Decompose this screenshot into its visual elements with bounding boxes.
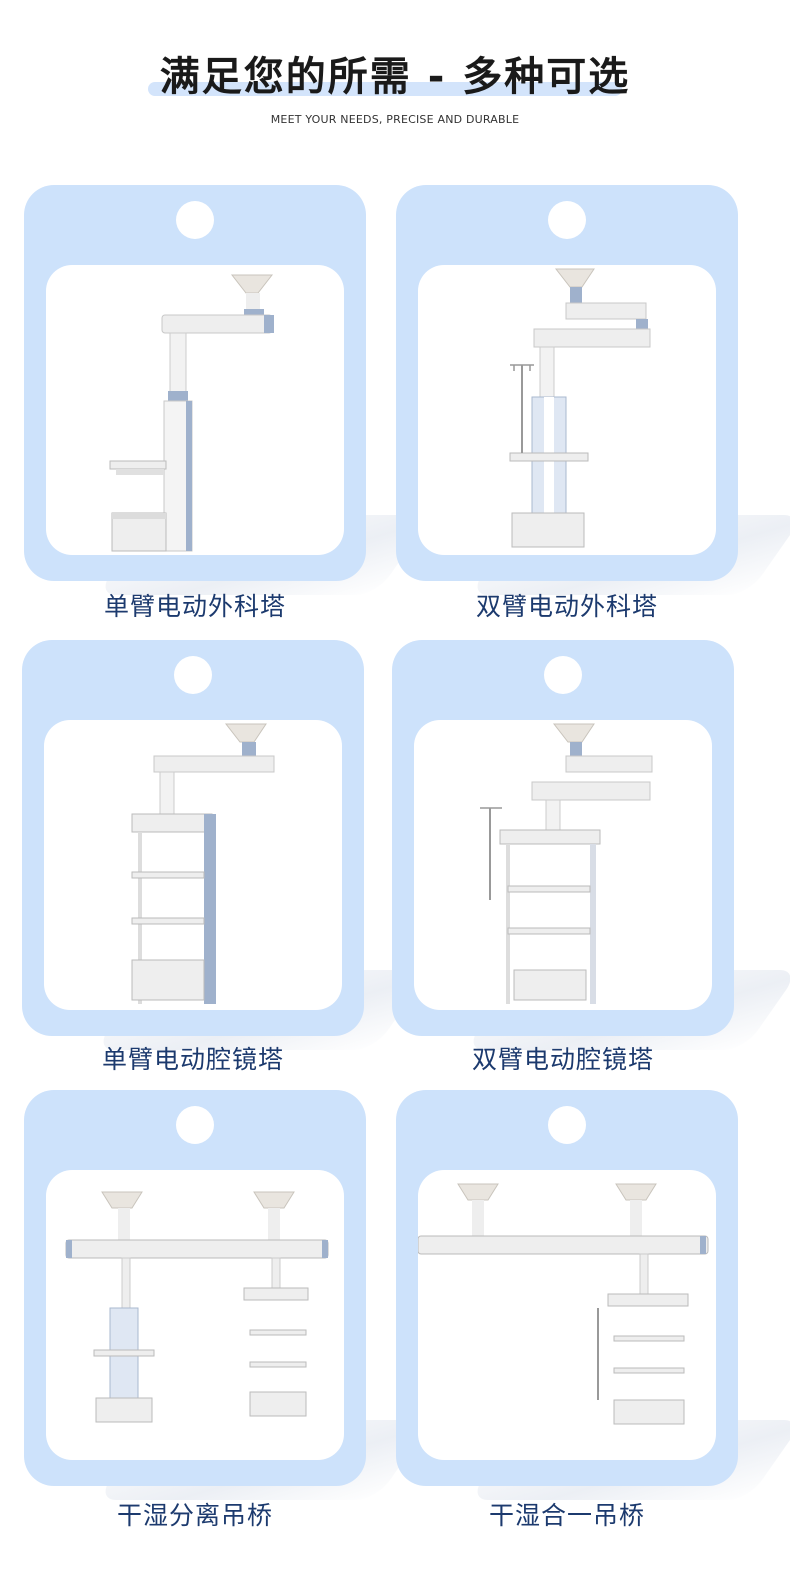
card-hang-hole <box>176 201 214 239</box>
product-image-panel <box>418 1170 716 1460</box>
double-arm-surgical-tower-illustration <box>509 268 651 548</box>
card-hang-hole <box>544 656 582 694</box>
product-caption: 干湿分离吊桥 <box>116 1501 273 1530</box>
product-image-panel <box>46 265 344 555</box>
page-header: 满足您的所需 - 多种可选 MEET YOUR NEEDS, PRECISE A… <box>0 0 790 150</box>
product-image-panel <box>46 1170 344 1460</box>
product-caption: 双臂电动外科塔 <box>475 592 658 621</box>
product-image-panel <box>414 720 712 1010</box>
double-arm-endoscope-tower-illustration <box>480 723 653 1004</box>
product-caption: 单臂电动腔镜塔 <box>101 1045 284 1074</box>
product-image-panel <box>418 265 716 555</box>
product-caption: 双臂电动腔镜塔 <box>471 1045 654 1074</box>
single-arm-surgical-tower-illustration <box>109 274 274 552</box>
card-hang-hole <box>548 201 586 239</box>
single-arm-endoscope-tower-illustration <box>131 723 275 1004</box>
card-hang-hole <box>548 1106 586 1144</box>
product-caption: 干湿合一吊桥 <box>488 1501 645 1530</box>
page-subtitle: MEET YOUR NEEDS, PRECISE AND DURABLE <box>270 113 520 126</box>
dry-wet-combined-bridge-illustration <box>418 1183 709 1425</box>
card-hang-hole <box>176 1106 214 1144</box>
product-image-panel <box>44 720 342 1010</box>
page-title: 满足您的所需 - 多种可选 <box>159 54 631 100</box>
dry-wet-separated-bridge-illustration <box>65 1191 329 1423</box>
card-hang-hole <box>174 656 212 694</box>
title-highlight <box>148 82 622 96</box>
product-caption: 单臂电动外科塔 <box>103 592 286 621</box>
